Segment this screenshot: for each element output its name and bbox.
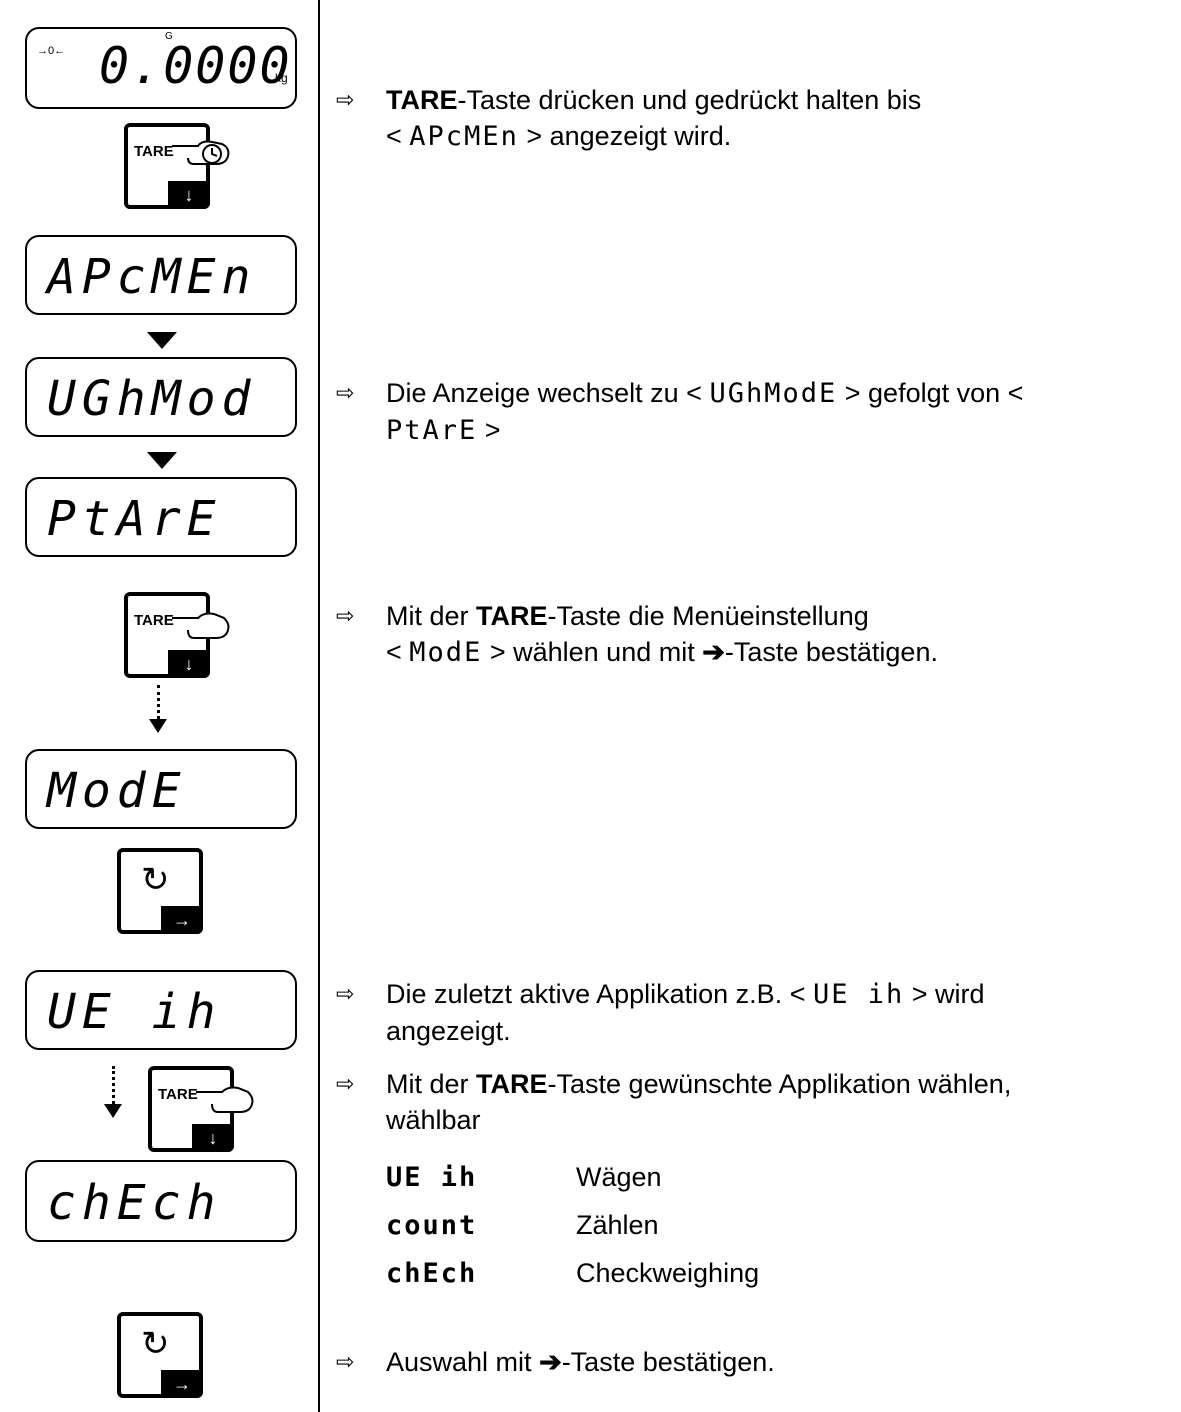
column-divider xyxy=(318,0,320,1412)
right-arrow-icon: → xyxy=(161,906,203,934)
step-text: > wird xyxy=(911,979,985,1009)
cycle-icon: ↻ xyxy=(141,861,170,899)
down-arrow-icon: ↓ xyxy=(192,1124,234,1152)
lcd-display-ughmod: UGhMod xyxy=(25,357,297,437)
instruction-step-6: ⇨ Auswahl mit ➔-Taste bestätigen. xyxy=(336,1344,1156,1380)
bullet-arrow-icon: ⇨ xyxy=(336,981,355,1006)
step-text: > xyxy=(484,415,501,445)
lcd-text: APcMEn xyxy=(47,249,257,305)
application-label: Wägen xyxy=(576,1162,662,1192)
lcd-display-check: chEch xyxy=(25,1160,297,1242)
dashed-arrow-down-icon xyxy=(104,1066,122,1118)
instruction-step-2: ⇨ Die Anzeige wechselt zu < UGhModE > ge… xyxy=(336,375,1156,449)
step-text: wählbar xyxy=(386,1105,481,1135)
step-text: -Taste drücken und gedrückt halten bis xyxy=(457,85,922,115)
step-text: -Taste die Menüeinstellung xyxy=(547,601,869,631)
step-text: > wählen und mit xyxy=(489,637,703,667)
bullet-arrow-icon: ⇨ xyxy=(336,1349,355,1374)
right-arrow-icon: → xyxy=(161,1370,203,1398)
step-text: Auswahl mit xyxy=(386,1347,540,1377)
lcd-display-apcmen: APcMEn xyxy=(25,235,297,315)
confirm-key[interactable]: ↻ → xyxy=(117,848,203,934)
instruction-step-3: ⇨ Mit der TARE-Taste die Menüeinstellung… xyxy=(336,598,1156,671)
dashed-arrow-down-icon xyxy=(149,685,167,733)
step-text: Mit der xyxy=(386,601,477,631)
step-text: -Taste gewünschte Applikation wählen, xyxy=(547,1069,1012,1099)
step-text: angezeigt. xyxy=(386,1016,511,1046)
lcd-display-weih: UE ih xyxy=(25,970,297,1050)
lcd-text: ModE xyxy=(47,763,187,819)
hand-long-press-icon xyxy=(172,140,230,165)
application-row: UE ih Wägen xyxy=(386,1162,662,1193)
tare-key-label: TARE xyxy=(134,612,174,629)
hand-press-icon xyxy=(196,1086,254,1113)
bullet-arrow-icon: ⇨ xyxy=(336,603,355,628)
step-text: < xyxy=(386,637,402,667)
zero-indicator-icon: →0← xyxy=(37,45,66,57)
step-text: -Taste bestätigen. xyxy=(724,637,938,667)
tare-key-label: TARE xyxy=(158,1086,198,1103)
tare-key-long-press[interactable]: TARE ↓ xyxy=(124,123,210,209)
lcd-text: UGhMod xyxy=(47,371,257,427)
weight-value: 0.0000 xyxy=(99,37,292,95)
arrow-down-icon xyxy=(147,452,177,469)
application-label: Checkweighing xyxy=(576,1258,760,1288)
step-text: Die zuletzt aktive Applikation z.B. < xyxy=(386,979,806,1009)
application-row: count Zählen xyxy=(386,1210,659,1241)
down-arrow-icon: ↓ xyxy=(168,650,210,678)
arrow-down-icon xyxy=(147,332,177,349)
step-text: Mit der xyxy=(386,1069,477,1099)
lcd-weight-display: →0← G 0.0000 kg xyxy=(25,27,297,109)
application-row: chEch Checkweighing xyxy=(386,1258,759,1289)
instruction-step-4: ⇨ Die zuletzt aktive Applikation z.B. < … xyxy=(336,976,1156,1049)
step-text: < xyxy=(386,121,402,151)
segment-code: ModE xyxy=(409,637,483,668)
tare-bold: TARE xyxy=(476,601,548,631)
g-mark: G xyxy=(165,31,173,42)
application-code: chEch xyxy=(386,1258,478,1289)
application-code: count xyxy=(386,1210,478,1241)
confirm-key[interactable]: ↻ → xyxy=(117,1312,203,1398)
tare-key-press[interactable]: TARE ↓ xyxy=(124,592,210,678)
hand-press-icon xyxy=(172,612,230,639)
bullet-arrow-icon: ⇨ xyxy=(336,1071,355,1096)
segment-code: PtArE xyxy=(386,415,478,446)
application-label: Zählen xyxy=(576,1210,659,1240)
instruction-step-1: ⇨ TARE-Taste drücken und gedrückt halten… xyxy=(336,82,1156,155)
lcd-display-ptare: PtArE xyxy=(25,477,297,557)
bullet-arrow-icon: ⇨ xyxy=(336,87,355,112)
tare-key-label: TARE xyxy=(134,143,174,160)
step-text: > angezeigt wird. xyxy=(526,121,732,151)
step-text: > gefolgt von < xyxy=(844,378,1024,408)
segment-code: APcMEn xyxy=(409,121,519,152)
tare-bold: TARE xyxy=(386,85,458,115)
tare-bold: TARE xyxy=(476,1069,548,1099)
bullet-arrow-icon: ⇨ xyxy=(336,380,355,405)
unit-label: kg xyxy=(275,71,288,85)
right-arrow-icon: ➔ xyxy=(702,637,725,667)
right-arrow-icon: ➔ xyxy=(539,1347,562,1377)
lcd-text: PtArE xyxy=(47,491,222,547)
step-text: Die Anzeige wechselt zu < xyxy=(386,378,702,408)
down-arrow-icon: ↓ xyxy=(168,181,210,209)
lcd-text: UE ih xyxy=(47,984,222,1040)
application-code: UE ih xyxy=(386,1162,478,1193)
lcd-display-mode: ModE xyxy=(25,749,297,829)
lcd-text: chEch xyxy=(47,1175,222,1231)
segment-code: UGhModE xyxy=(709,378,838,409)
step-text: -Taste bestätigen. xyxy=(561,1347,775,1377)
instruction-step-5: ⇨ Mit der TARE-Taste gewünschte Applikat… xyxy=(336,1066,1156,1138)
segment-code: UE ih xyxy=(812,979,905,1010)
cycle-icon: ↻ xyxy=(141,1325,170,1363)
